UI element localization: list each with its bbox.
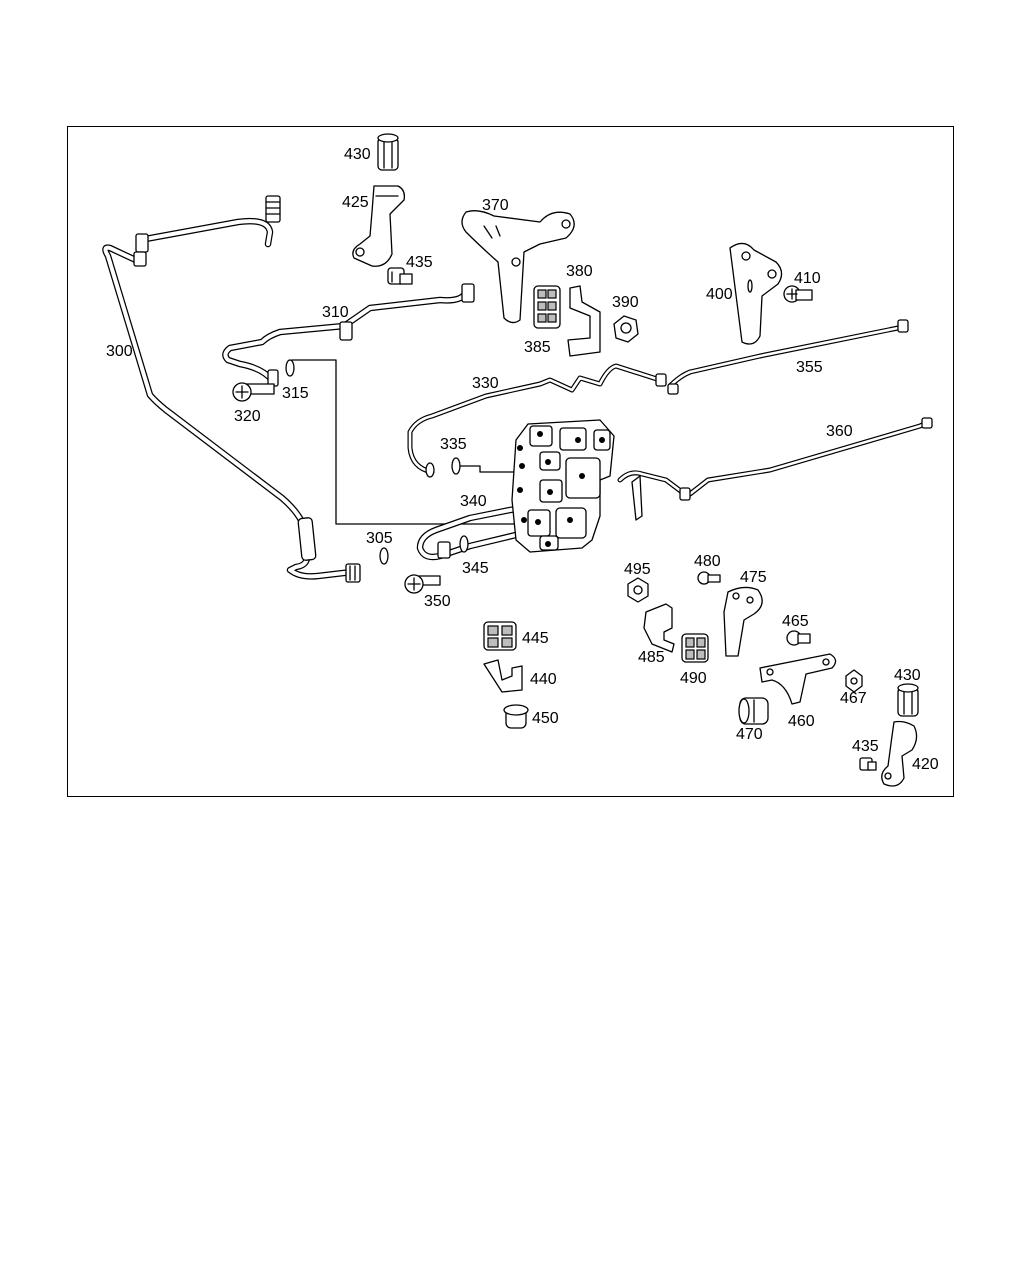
label-445: 445	[522, 630, 549, 647]
nut-435-top	[387, 267, 413, 285]
label-315: 315	[282, 385, 309, 402]
valve-body	[511, 419, 615, 553]
bracket-420	[881, 720, 918, 787]
label-435-bottom: 435	[852, 738, 879, 755]
label-335: 335	[440, 436, 467, 453]
label-475: 475	[740, 569, 767, 586]
pipe-355	[667, 319, 909, 395]
label-345: 345	[462, 560, 489, 577]
diagram-frame	[67, 126, 954, 797]
label-420: 420	[912, 756, 939, 773]
grommet-450	[503, 704, 529, 729]
bracket-485	[643, 603, 675, 653]
bracket-425	[352, 185, 406, 267]
bushing-430-bottom	[897, 683, 919, 717]
label-430-top: 430	[344, 146, 371, 163]
nut-390	[613, 315, 639, 343]
label-330: 330	[472, 375, 499, 392]
label-430-bottom: 430	[894, 667, 921, 684]
nut-467	[845, 669, 863, 693]
label-350: 350	[424, 593, 451, 610]
label-495: 495	[624, 561, 651, 578]
bracket-440	[483, 659, 523, 693]
label-410: 410	[794, 270, 821, 287]
label-450: 450	[532, 710, 559, 727]
label-305: 305	[366, 530, 393, 547]
pipe-300	[102, 195, 361, 583]
seal-ring-315	[285, 359, 295, 377]
part-labels: 300 305 310 315 320 330 335 340 345 350 …	[106, 146, 939, 773]
label-360: 360	[826, 423, 853, 440]
clip-445	[483, 621, 517, 651]
label-460: 460	[788, 713, 815, 730]
clip-385	[533, 285, 561, 329]
clip-490	[681, 633, 709, 663]
label-400: 400	[706, 286, 733, 303]
bolt-320	[232, 382, 275, 402]
label-300: 300	[106, 343, 133, 360]
label-465: 465	[782, 613, 809, 630]
pipe-340	[416, 504, 524, 561]
label-485: 485	[638, 649, 665, 666]
bracket-475	[723, 586, 763, 657]
label-425: 425	[342, 194, 369, 211]
bracket-400	[729, 242, 783, 345]
bracket-370	[461, 210, 575, 324]
label-467: 467	[840, 690, 867, 707]
bolt-465	[786, 630, 811, 646]
label-320: 320	[234, 408, 261, 425]
pipe-360	[617, 417, 933, 521]
pipe-310	[222, 283, 475, 387]
label-480: 480	[694, 553, 721, 570]
label-385: 385	[524, 339, 551, 356]
nut-495	[627, 577, 649, 603]
bolt-480	[697, 571, 721, 585]
seal-ring-305	[379, 547, 389, 565]
label-470: 470	[736, 726, 763, 743]
guide-lines	[291, 359, 521, 525]
nut-435-bottom	[859, 757, 877, 771]
label-355: 355	[796, 359, 823, 376]
bracket-460	[759, 653, 837, 705]
seal-ring-335	[451, 457, 461, 475]
label-390: 390	[612, 294, 639, 311]
label-370: 370	[482, 197, 509, 214]
pipe-330	[407, 363, 667, 478]
seal-ring-345	[459, 535, 469, 553]
bushing-430-top	[377, 133, 399, 171]
bolt-350	[404, 574, 441, 594]
label-440: 440	[530, 671, 557, 688]
label-310: 310	[322, 304, 349, 321]
bracket-380	[567, 285, 601, 357]
bushing-470	[738, 697, 769, 725]
label-340: 340	[460, 493, 487, 510]
bolt-410	[783, 285, 813, 303]
label-490: 490	[680, 670, 707, 687]
label-380: 380	[566, 263, 593, 280]
label-435-top: 435	[406, 254, 433, 271]
